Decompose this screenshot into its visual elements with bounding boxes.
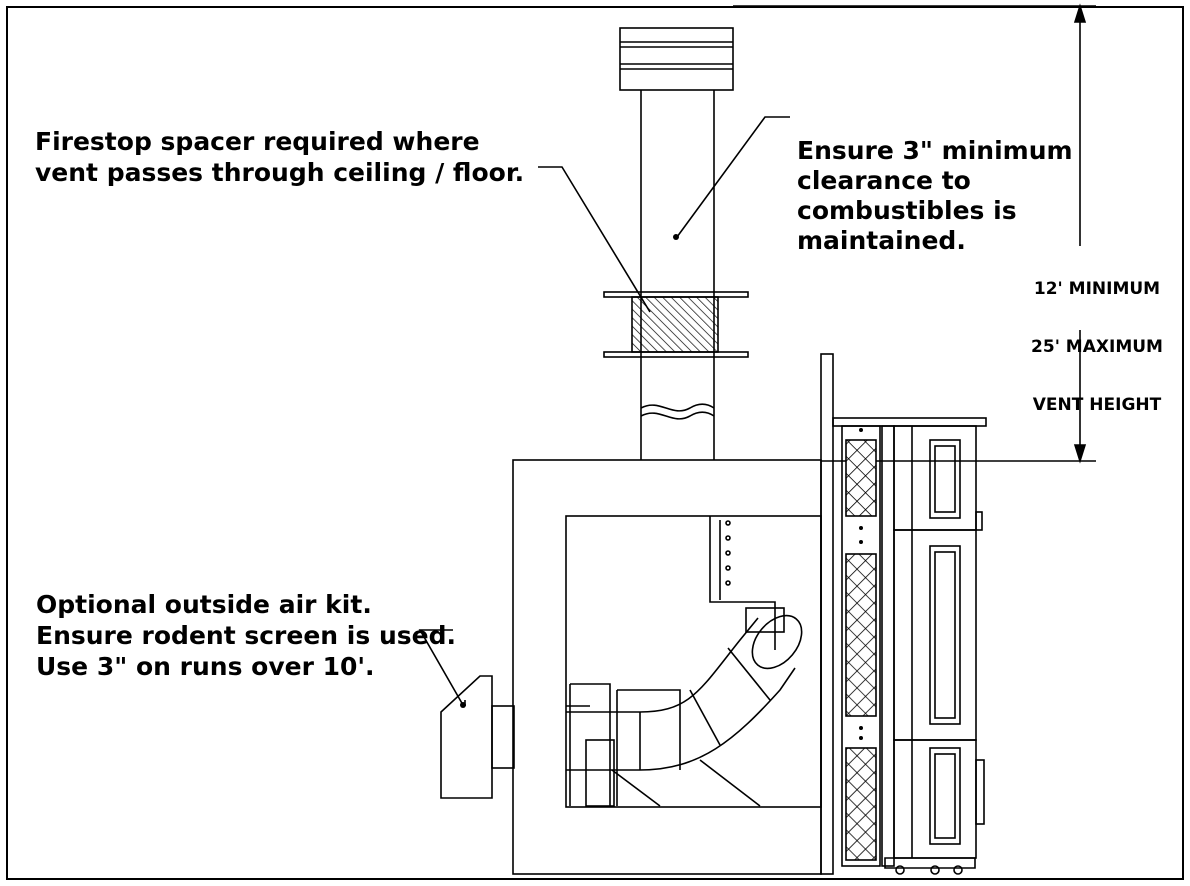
clearance-note: Ensure 3" minimum clearance to combustib… [797,136,1073,255]
grille-middle [845,553,877,717]
vent-cap [619,27,734,91]
outside-air-kit [440,675,515,799]
vent-height-min: 12' MINIMUM [1033,279,1161,299]
grille-upper [845,439,877,517]
outside-air-kit-note: Optional outside air kit. Ensure rodent … [36,590,456,681]
drawing-border [6,6,1184,880]
vent-height-label: 12' MINIMUM 25' MAXIMUM VENT HEIGHT [1012,246,1182,449]
grille-lower [845,747,877,861]
firestop-note: Firestop spacer required where vent pass… [35,127,525,187]
vent-height-max: 25' MAXIMUM [1031,337,1163,357]
firestop-spacer [603,291,749,358]
stove-body [512,459,822,875]
leader-lines [418,116,790,706]
vent-pipe [640,90,715,460]
front-surround [820,353,987,875]
vent-height-caption: VENT HEIGHT [1032,395,1162,415]
